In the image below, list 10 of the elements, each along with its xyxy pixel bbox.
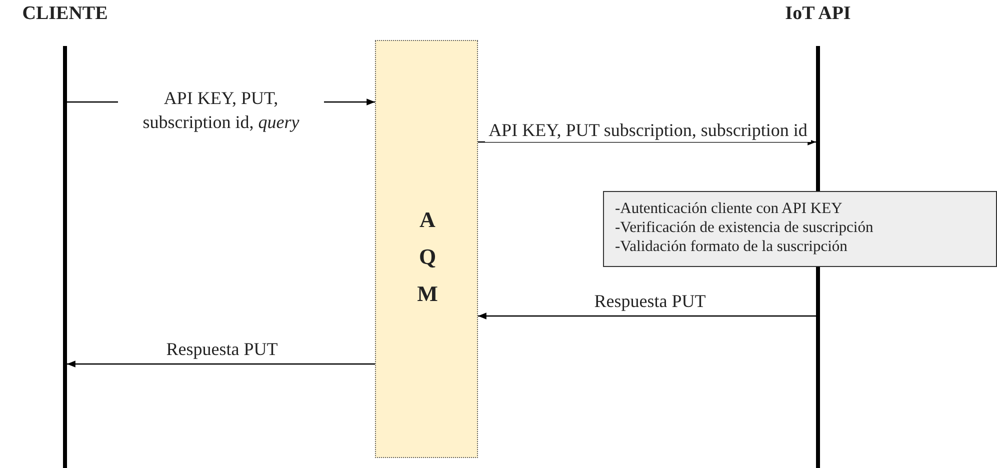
arrow: [478, 312, 816, 320]
arrow: [478, 138, 816, 146]
note-text: -Validación formato de la suscripción: [615, 237, 848, 256]
component-box: A Q M: [375, 40, 478, 458]
lifeline-heading: IoT API: [784, 3, 852, 25]
note-box: [603, 191, 997, 267]
note-text: -Verificación de existencia de suscripción: [615, 218, 874, 237]
note-text: -Autenticación cliente con API KEY: [615, 199, 842, 218]
lifeline-heading: CLIENTE: [21, 3, 109, 25]
arrow: [67, 360, 375, 368]
